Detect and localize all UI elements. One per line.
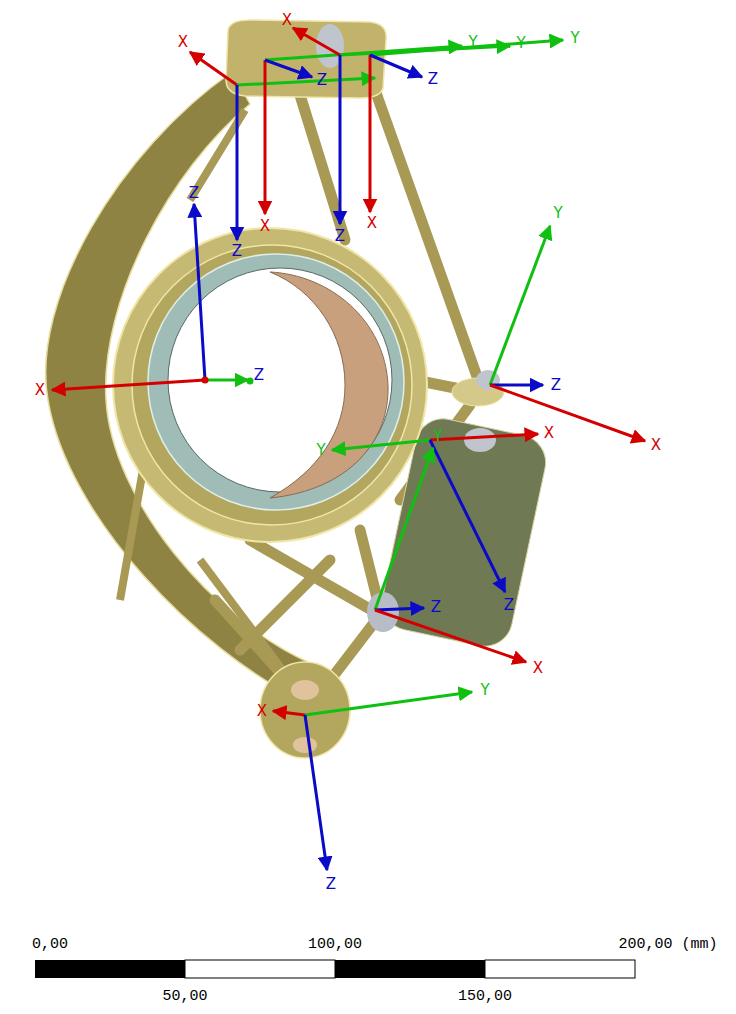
axis-arrow bbox=[265, 60, 312, 77]
axis-arrow bbox=[430, 434, 538, 440]
axis-arrow bbox=[339, 55, 342, 224]
scale-label: 100,00 bbox=[308, 937, 362, 952]
axis-label: Z bbox=[326, 877, 336, 892]
axis-arrow bbox=[236, 85, 239, 240]
axis-label: X bbox=[257, 704, 267, 719]
upright-body bbox=[46, 20, 551, 758]
axis-label: Z bbox=[232, 244, 242, 259]
axis-origin bbox=[247, 378, 254, 385]
axis-arrow bbox=[237, 78, 375, 85]
axis-arrow bbox=[370, 55, 422, 77]
axis-arrow bbox=[369, 55, 372, 212]
axis-arrow bbox=[332, 440, 430, 450]
bearing-race bbox=[270, 272, 388, 498]
mount-bolt bbox=[464, 428, 496, 452]
bottom-bolt bbox=[293, 737, 317, 753]
axis-label: Z bbox=[317, 73, 327, 88]
scale-label: 150,00 bbox=[458, 989, 512, 1004]
axis-label: Z bbox=[431, 600, 441, 615]
axis-label: Y bbox=[480, 683, 489, 698]
axis-label: X bbox=[35, 383, 45, 398]
axis-label: Z bbox=[254, 368, 264, 383]
axis-label: Y bbox=[553, 206, 562, 221]
hub-inner bbox=[132, 245, 412, 525]
axis-arrow bbox=[490, 384, 543, 387]
scale-label: 0,00 bbox=[32, 937, 68, 952]
axis-arrow bbox=[305, 692, 472, 715]
axis-arrow bbox=[375, 610, 526, 662]
scale-bar bbox=[35, 960, 635, 978]
axis-label: X bbox=[651, 438, 661, 453]
scale-label: 50,00 bbox=[162, 989, 207, 1004]
axis-arrow bbox=[375, 448, 433, 610]
axis-arrow bbox=[52, 380, 205, 390]
axis-arrow bbox=[273, 711, 305, 715]
axis-label: X bbox=[282, 13, 292, 28]
axis-label: X bbox=[544, 426, 554, 441]
axis-arrow bbox=[194, 204, 205, 380]
axis-arrow bbox=[205, 379, 248, 382]
axis-label: Z bbox=[428, 72, 438, 87]
axis-arrow bbox=[190, 52, 237, 85]
axis-label: X bbox=[533, 661, 543, 676]
top-clamp bbox=[226, 20, 386, 98]
bottom-bolt bbox=[291, 680, 319, 700]
axis-label: Y bbox=[570, 31, 579, 46]
hub-ring bbox=[113, 228, 427, 542]
axis-arrow bbox=[264, 60, 267, 214]
scale-label: 200,00 (mm) bbox=[618, 937, 717, 952]
axis-label: Z bbox=[504, 598, 514, 613]
axis-label: Y bbox=[316, 443, 325, 458]
axis-label: Y bbox=[433, 429, 442, 444]
axis-arrow bbox=[490, 385, 645, 441]
axis-label: Z bbox=[335, 229, 345, 244]
axis-label: X bbox=[178, 35, 188, 50]
axis-arrow bbox=[490, 226, 550, 385]
axis-arrow bbox=[375, 608, 424, 610]
axis-label: Y bbox=[468, 35, 477, 50]
axis-origin bbox=[202, 377, 209, 384]
axis-arrow bbox=[370, 40, 563, 55]
axis-arrow bbox=[305, 715, 327, 870]
axis-label: Z bbox=[189, 186, 199, 201]
axis-label: X bbox=[367, 216, 377, 231]
axis-label: X bbox=[260, 219, 270, 234]
axis-label: Y bbox=[516, 36, 525, 51]
axis-arrow bbox=[430, 440, 505, 592]
axis-arrow bbox=[293, 28, 340, 55]
axis-label: Z bbox=[551, 378, 561, 393]
